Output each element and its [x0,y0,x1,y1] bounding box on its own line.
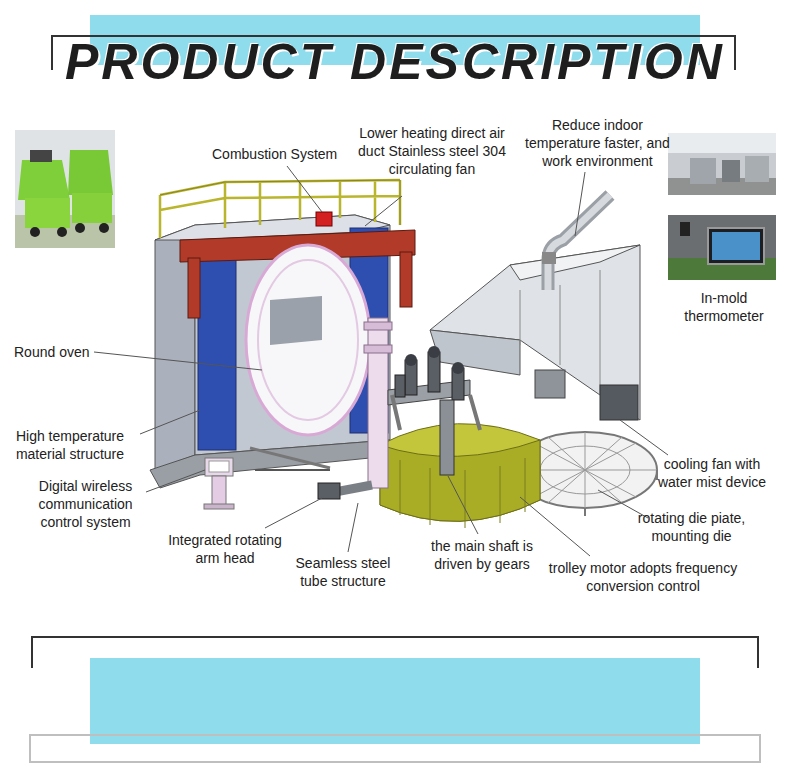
callout-label: Combustion System [212,145,337,163]
thermometer-photo [668,215,776,280]
cooling-station [430,195,640,420]
callout-label: Lower heating direct air duct Stainless … [357,124,507,178]
callout-label: Seamless steel tube structure [288,554,398,590]
callout-label: In-mold thermometer [674,289,774,325]
callout-label: trolley motor adopts frequency conversio… [543,559,743,595]
callout-label: Digital wireless communication control s… [28,477,143,531]
burner [316,212,332,226]
callout-label: Integrated rotating arm head [155,531,295,567]
callout-label: Reduce indoor temperature faster, and wo… [520,116,675,170]
callout-label: High temperature material structure [5,427,135,463]
floor-rail [250,448,330,468]
cooling-fan [600,385,638,420]
product-photo [15,130,115,248]
control-console [204,458,234,509]
footer-frame [30,735,760,762]
callout-label: Round oven [14,343,90,361]
main-shaft [440,400,454,475]
page-title: PRODUCT DESCRIPTION [65,33,725,91]
footer-band [90,658,700,744]
leader-lines [94,166,668,556]
factory-photo [668,133,776,195]
callout-label: rotating die piate, mounting die [624,509,759,545]
round-oven [150,180,415,488]
rotating-arm-machine [318,318,540,528]
callout-label: cooling fan with water mist device [647,455,777,491]
callout-label: the main shaft is driven by gears [420,537,544,573]
